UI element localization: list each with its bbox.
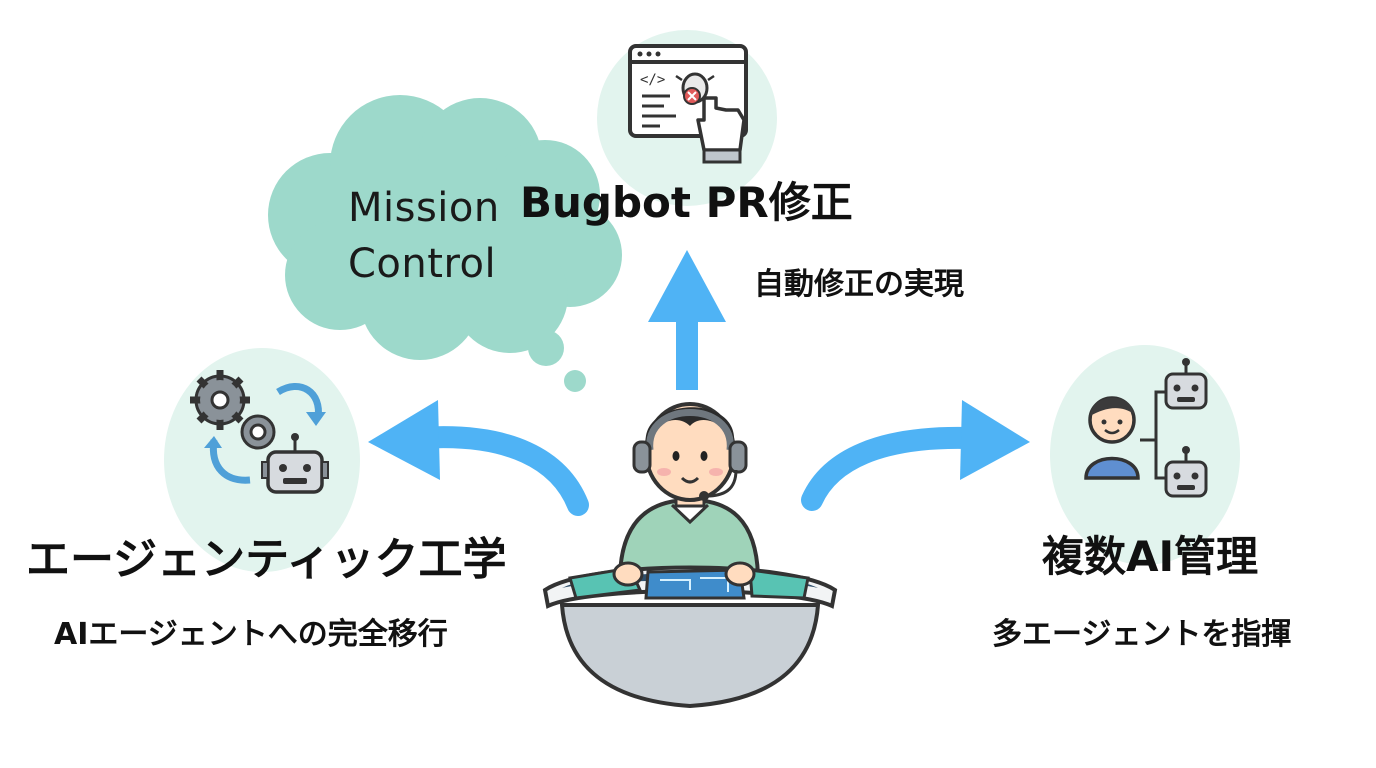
multi-ai-title: 複数AI管理 (1042, 532, 1259, 581)
code-bug-click-icon: </> (628, 44, 748, 164)
thought-bubble-large (528, 330, 564, 366)
agentic-subtitle: AIエージェントへの完全移行 (54, 617, 448, 652)
arrow-up (648, 250, 726, 390)
arrow-right (801, 400, 1030, 511)
multi-ai-subtitle: 多エージェントを指揮 (992, 617, 1292, 652)
mission-control-line2: Control (348, 241, 497, 287)
agentic-title: エージェンティック工学 (26, 534, 507, 585)
bugbot-subtitle: 自動修正の実現 (754, 267, 964, 302)
person-robots-hierarchy-icon (1084, 358, 1208, 498)
operator-at-console (542, 402, 838, 709)
arrow-left (368, 400, 589, 516)
thought-bubble-small (564, 370, 586, 392)
bugbot-title: Bugbot PR修正 (520, 178, 853, 227)
console-screens (568, 566, 810, 600)
svg-text:</>: </> (640, 72, 665, 88)
mission-control-cloud (268, 95, 622, 392)
mission-control-line1: Mission (348, 185, 500, 231)
gears-cycle-robot-icon (190, 370, 329, 494)
